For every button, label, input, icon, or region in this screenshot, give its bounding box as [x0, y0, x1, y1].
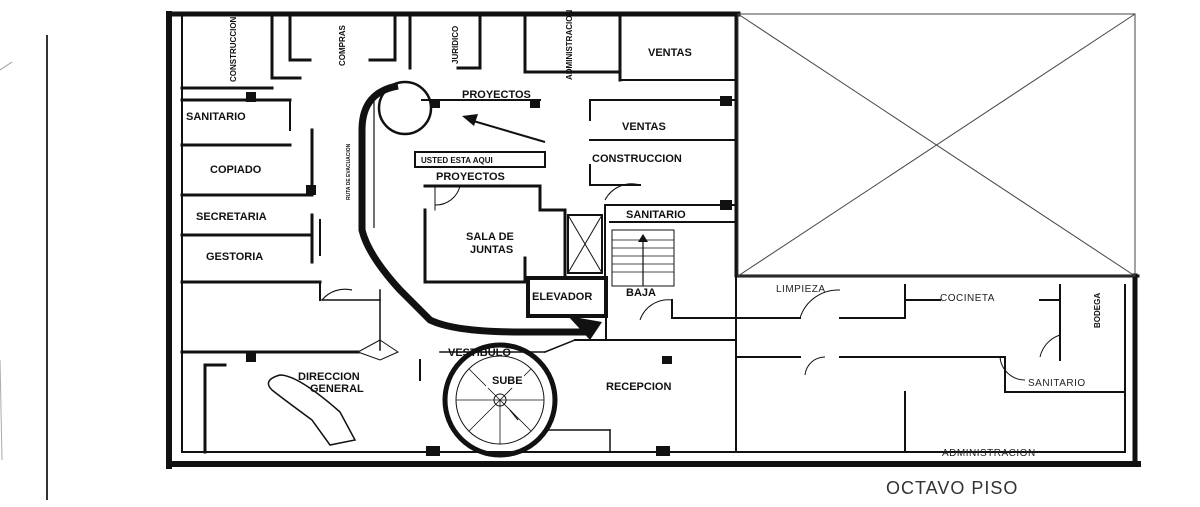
open-void-area [737, 13, 1136, 277]
lobby-walls [180, 275, 737, 453]
label-elevador: ELEVADOR [532, 291, 592, 303]
label-copiado: COPIADO [210, 164, 262, 176]
label-direccion-2: GENERAL [310, 383, 364, 395]
structural-columns [246, 92, 732, 456]
label-juridico: JURIDICO [451, 26, 460, 64]
label-vestibulo: VESTIBULO [448, 347, 511, 359]
label-ventas-mid: VENTAS [622, 121, 666, 133]
label-construccion-mid: CONSTRUCCION [592, 153, 682, 165]
label-sala-juntas-2: JUNTAS [470, 244, 513, 256]
label-secretaria: SECRETARIA [196, 211, 267, 223]
you-are-here-box [414, 151, 546, 168]
label-sala-juntas-1: SALA DE [466, 231, 514, 243]
label-baja: BAJA [626, 287, 656, 299]
outer-walls [166, 11, 1141, 469]
stair-flight [611, 229, 675, 287]
central-room-walls [421, 99, 567, 284]
label-proyectos-mid: PROYECTOS [436, 171, 505, 183]
right-lower-walls [735, 284, 1126, 453]
label-compras: COMPRAS [338, 24, 347, 66]
label-sanitario-left: SANITARIO [186, 111, 246, 123]
spiral-stair [442, 342, 558, 458]
recepcion-walls [547, 429, 611, 453]
label-sanitario-mid: SANITARIO [626, 209, 686, 221]
label-gestoria: GESTORIA [206, 251, 263, 263]
plan-caption: OCTAVO PISO [886, 478, 1018, 498]
page-edge-marks [0, 35, 48, 500]
right-office-walls [589, 99, 737, 276]
label-direccion-1: DIRECCION [298, 371, 360, 383]
label-cocineta: COCINETA [940, 293, 995, 304]
label-recepcion: RECEPCION [606, 381, 671, 393]
label-limpieza: LIMPIEZA [776, 284, 826, 295]
elevator-block [526, 214, 608, 318]
label-ventas-top: VENTAS [648, 47, 692, 59]
top-office-walls [180, 12, 737, 90]
label-evacuation-route: RUTA DE EVACUACION [346, 143, 352, 200]
label-you-are-here: USTED ESTA AQUI [421, 156, 493, 165]
label-administracion-bottom: ADMINISTRACION [942, 448, 1036, 459]
label-construccion-top: CONSTRUCCION [229, 16, 238, 82]
label-sanitario-right: SANITARIO [1028, 378, 1086, 389]
label-administracion-top: ADMINISTRACION [565, 10, 574, 80]
evacuation-route [358, 82, 602, 340]
direccion-general-walls [203, 359, 421, 454]
left-room-walls [180, 98, 381, 301]
label-proyectos-top: PROYECTOS [462, 89, 531, 101]
label-sube: SUBE [492, 375, 523, 387]
label-bodega: BODEGA [1093, 293, 1102, 328]
room-labels: CONSTRUCCION COMPRAS JURIDICO ADMINISTRA… [186, 10, 1102, 498]
